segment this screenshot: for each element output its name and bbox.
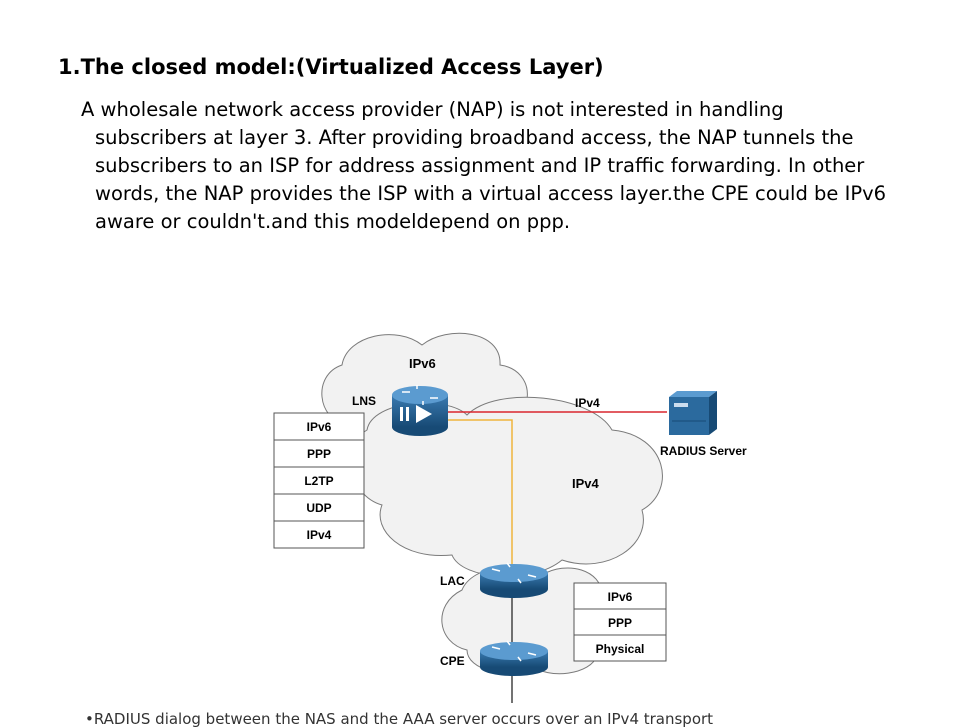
- cpe-label: CPE: [440, 654, 465, 668]
- slide-title: 1.The closed model:(Virtualized Access L…: [58, 55, 604, 79]
- cpe-stack-layer: PPP: [608, 616, 632, 630]
- lns-router-icon: [392, 385, 448, 436]
- slide-caption: •RADIUS dialog between the NAS and the A…: [85, 710, 714, 728]
- slide-body: A wholesale network access provider (NAP…: [81, 98, 887, 233]
- cpe-stack-layer: IPv6: [608, 590, 633, 604]
- cpe-router-icon: [480, 640, 548, 676]
- radius-server-label: RADIUS Server: [660, 444, 747, 458]
- lns-label: LNS: [352, 394, 376, 408]
- lac-label: LAC: [440, 574, 465, 588]
- lns-stack-layer: UDP: [306, 501, 331, 515]
- ipv4-cloud: [351, 396, 663, 577]
- ipv6-cloud-label: IPv6: [409, 356, 436, 371]
- lns-lac-tunnel-link: [447, 419, 513, 577]
- lns-protocol-stack: IPv6 PPP L2TP UDP IPv4: [273, 412, 365, 549]
- network-diagram: IPv6 IPv4 IPv4 LNS R: [272, 325, 774, 710]
- lns-radius-link-label: IPv4: [575, 396, 600, 410]
- radius-server-icon: [669, 391, 717, 435]
- lns-stack-layer: L2TP: [304, 474, 333, 488]
- lac-router-icon: [480, 562, 548, 598]
- cpe-stack-layer: Physical: [596, 642, 645, 656]
- ipv4-cloud-label: IPv4: [572, 476, 600, 491]
- lns-stack-layer: IPv4: [307, 528, 332, 542]
- lns-stack-layer: IPv6: [307, 420, 332, 434]
- lns-stack-layer: PPP: [307, 447, 331, 461]
- cpe-protocol-stack: IPv6 PPP Physical: [573, 582, 667, 662]
